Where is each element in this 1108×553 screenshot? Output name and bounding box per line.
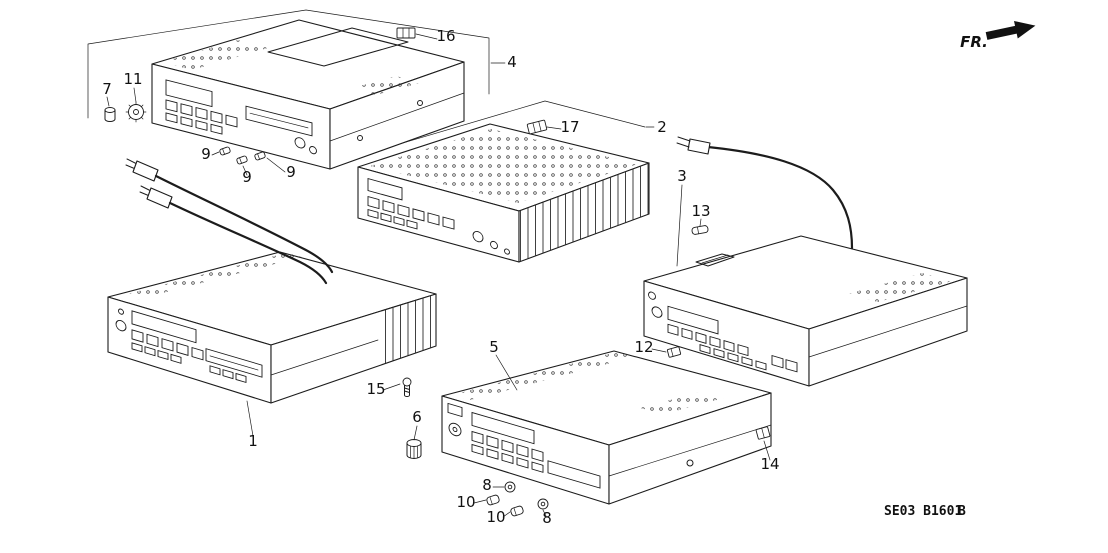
leader-6	[413, 425, 418, 441]
leader-12	[651, 348, 667, 353]
leader-10a	[473, 499, 487, 504]
part-fuse-13	[691, 225, 709, 235]
callout-7: 7	[102, 80, 112, 98]
callout-3: 3	[677, 167, 687, 185]
leader-3	[676, 184, 683, 267]
fr-label: FR.	[960, 33, 988, 51]
part-clamp-12	[666, 346, 682, 358]
radio-5-front-panel	[447, 402, 601, 489]
part-clip-16	[396, 27, 416, 39]
heat-sink-fins	[519, 163, 649, 262]
callout-9b: 9	[242, 168, 252, 186]
callout-8b: 8	[542, 509, 552, 527]
callout-8a: 8	[482, 476, 492, 494]
radio-unit-4	[151, 19, 465, 170]
mount-bracket	[695, 253, 735, 267]
part-spacer-9	[219, 146, 231, 156]
assembly-boundaries	[87, 9, 646, 159]
diagram-code: SE03 B1601	[884, 504, 962, 519]
part-knob-8	[537, 498, 549, 510]
heat-sink-fins	[380, 294, 436, 365]
callout-15: 15	[366, 380, 385, 398]
diagram-code-suffix: B	[958, 504, 966, 519]
callout-5: 5	[489, 338, 499, 356]
callout-12: 12	[634, 338, 653, 356]
callout-9c: 9	[286, 163, 296, 181]
callout-11: 11	[123, 70, 142, 88]
leader-8b	[542, 509, 547, 517]
leader-17	[546, 126, 562, 130]
part-clip-14	[755, 426, 771, 440]
antenna-lead-b	[139, 185, 328, 285]
leader-5	[495, 354, 518, 391]
part-spacer-9	[236, 155, 248, 165]
radio-unit-3	[643, 136, 968, 387]
antenna-lead-a	[125, 158, 334, 274]
part-screw-15	[402, 377, 412, 397]
leader-13	[699, 218, 702, 227]
leader-11	[133, 87, 137, 103]
leader-14	[763, 440, 771, 461]
callout-14: 14	[760, 455, 779, 473]
leader-1	[246, 400, 254, 437]
radio-unit-2	[357, 123, 650, 263]
leader-16	[415, 33, 438, 40]
callout-2: 2	[657, 118, 667, 136]
callout-4: 4	[507, 53, 517, 71]
leader-9c	[266, 157, 286, 173]
part-button-7	[104, 107, 116, 122]
radio-unit-5	[441, 350, 772, 505]
part-bushing-10	[510, 505, 524, 517]
radio-unit-1	[107, 251, 437, 404]
antenna-plug	[146, 187, 173, 209]
callout-17: 17	[560, 118, 579, 136]
fr-indicator: FR.	[960, 20, 1036, 51]
radio-4-front-panel	[165, 79, 317, 155]
leader-7	[106, 96, 110, 107]
callout-6: 6	[412, 408, 422, 426]
callout-9a: 9	[201, 145, 211, 163]
part-knob-8	[504, 481, 516, 493]
leader-10b	[502, 511, 511, 518]
cassette-lid	[267, 27, 409, 67]
radio-2-front-panel	[367, 178, 510, 255]
part-bushing-10	[486, 494, 500, 506]
fr-arrow-icon	[985, 20, 1036, 40]
callout-1: 1	[248, 432, 258, 450]
leader-9a	[211, 151, 220, 156]
leader-9b	[242, 165, 248, 176]
radio-1-front-panel	[115, 308, 263, 384]
part-spacer-9	[254, 151, 266, 161]
part-knob-6	[406, 439, 422, 459]
part-clip-17	[526, 119, 548, 135]
callout-10a: 10	[456, 493, 475, 511]
callout-16: 16	[436, 27, 455, 45]
leader-15	[382, 383, 401, 391]
callout-10b: 10	[486, 508, 505, 526]
callout-labels: 16 4 7 11 9 9 9 17 2 3 13 1 15 5 6 12 14…	[102, 27, 779, 527]
radio-3-front-panel	[648, 291, 798, 373]
antenna-plug	[132, 160, 159, 182]
leader-lines	[106, 33, 771, 518]
antenna-plug	[687, 138, 711, 155]
antenna-cable	[706, 145, 854, 250]
part-knob-11	[125, 101, 147, 123]
callout-13: 13	[691, 202, 710, 220]
